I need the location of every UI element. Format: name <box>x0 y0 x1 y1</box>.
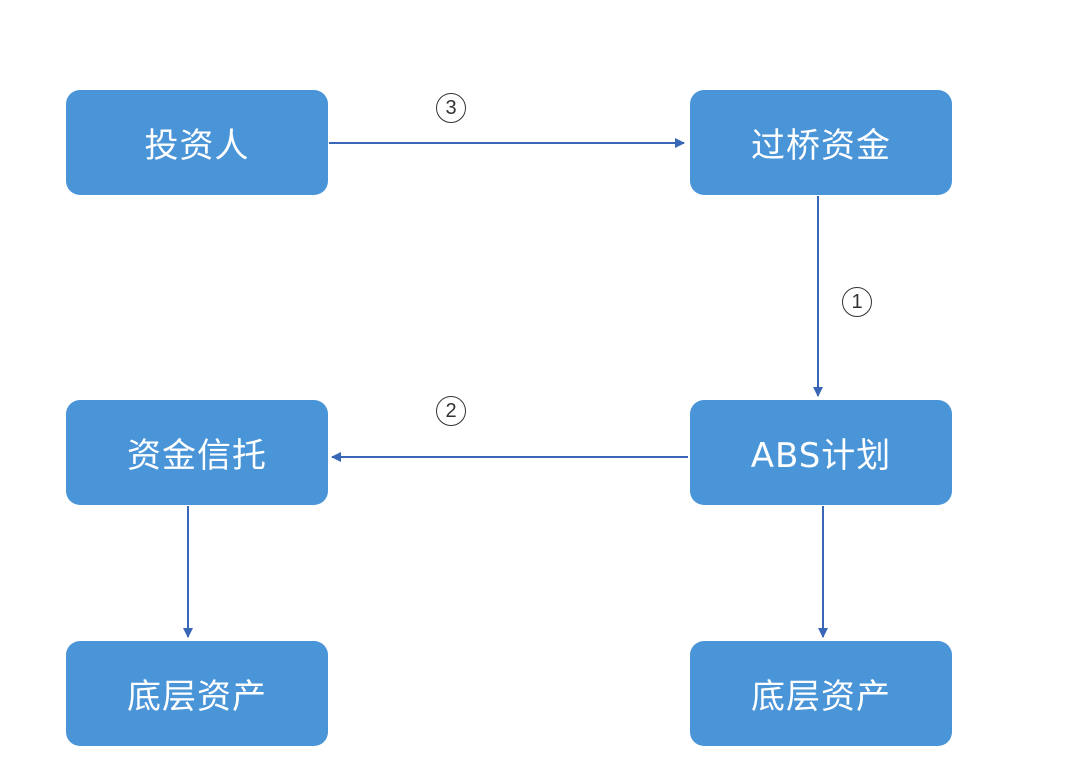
step-1-marker: 1 <box>842 287 872 317</box>
node-fund-trust-label: 资金信托 <box>127 436 267 476</box>
step-3-marker: 3 <box>436 93 466 123</box>
node-investor-label: 投资人 <box>144 126 250 166</box>
node-underlying-asset-right-label: 底层资产 <box>751 677 891 717</box>
step-3-number: 3 <box>445 96 457 119</box>
step-1-number: 1 <box>851 290 863 313</box>
node-underlying-asset-right: 底层资产 <box>690 641 952 746</box>
node-fund-trust: 资金信托 <box>66 400 328 505</box>
step-2-marker: 2 <box>436 396 466 426</box>
node-investor: 投资人 <box>66 90 328 195</box>
node-bridge-fund-label: 过桥资金 <box>751 126 891 166</box>
node-bridge-fund: 过桥资金 <box>690 90 952 195</box>
node-underlying-asset-left: 底层资产 <box>66 641 328 746</box>
node-underlying-asset-left-label: 底层资产 <box>127 677 267 717</box>
step-2-number: 2 <box>445 399 457 422</box>
node-abs-plan-label: ABS计划 <box>750 436 892 476</box>
node-abs-plan: ABS计划 <box>690 400 952 505</box>
